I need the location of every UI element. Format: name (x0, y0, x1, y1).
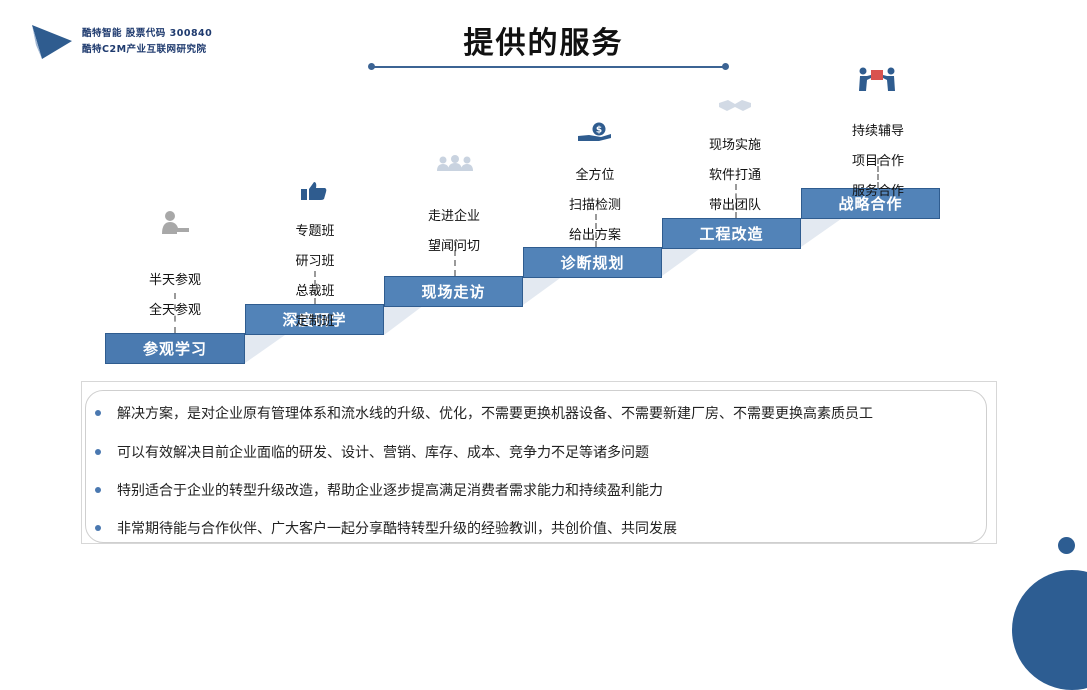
desc-line: 全方位 (575, 168, 615, 183)
connector-dash (174, 293, 176, 333)
staircase-shadow (245, 219, 841, 363)
connector-dash (314, 271, 316, 304)
step-strategic-cooperation: 战略合作 (801, 188, 940, 219)
bullet-text: 可以有效解决目前企业面临的研发、设计、营销、库存、成本、竞争力不足等诸多问题 (117, 445, 649, 461)
bullet-item: 特别适合于企业的转型升级改造，帮助企业逐步提高满足消费者需求能力和持续盈利能力 (86, 480, 663, 500)
bullet-dot (95, 487, 101, 493)
step-label: 战略合作 (838, 195, 903, 213)
step-visit-study: 参观学习 (105, 333, 245, 364)
company-logo-icon (32, 25, 72, 59)
bullet-text: 非常期待能与合作伙伴、广大客户一起分享酷特转型升级的经验教训，共创价值、共同发展 (117, 521, 677, 537)
step-site-visit: 现场走访 (384, 276, 523, 307)
money-hand-icon: $ (578, 122, 611, 141)
step-5-description: 现场实施 软件打通 带出团队 (685, 123, 785, 228)
desc-line: 服务合作 (851, 184, 904, 199)
connector-dash (454, 240, 456, 276)
org-info: 酷特智能 股票代码 300840 酷特C2M产业互联网研究院 (82, 26, 212, 58)
info-panel: 解决方案，是对企业原有管理体系和流水线的升级、优化，不需要更换机器设备、不需要新… (81, 381, 997, 544)
desc-line: 总裁班 (295, 284, 335, 299)
connector-dash (595, 214, 597, 247)
step-4-description: 全方位 扫描检测 给出方案 (545, 153, 645, 258)
decorative-dot (1058, 537, 1075, 554)
desc-line: 软件打通 (708, 168, 761, 183)
bullet-item: 非常期待能与合作伙伴、广大客户一起分享酷特转型升级的经验教训，共创价值、共同发展 (86, 518, 677, 538)
thumbs-up-icon (301, 182, 327, 200)
delivery-people-icon (859, 67, 895, 91)
step-label: 现场走访 (421, 283, 486, 301)
bullet-text: 解决方案，是对企业原有管理体系和流水线的升级、优化，不需要更换机器设备、不需要新… (117, 406, 873, 422)
desc-line: 现场实施 (708, 138, 761, 153)
step-1-description: 半天参观 全天参观 (125, 258, 225, 333)
desc-line: 专题班 (295, 224, 335, 239)
step-diagnosis-planning: 诊断规划 (523, 247, 662, 278)
desc-line: 给出方案 (568, 228, 621, 243)
bullet-dot (95, 449, 101, 455)
connector-dash (735, 184, 737, 218)
desc-line: 定制班 (295, 314, 335, 329)
desc-line: 持续辅导 (851, 124, 904, 139)
title-underline (371, 66, 727, 68)
desc-line: 项目合作 (851, 154, 904, 169)
step-engineering-transform: 工程改造 (662, 218, 801, 249)
bullet-text: 特别适合于企业的转型升级改造，帮助企业逐步提高满足消费者需求能力和持续盈利能力 (117, 483, 663, 499)
step-label: 工程改造 (699, 225, 764, 243)
desc-line: 带出团队 (708, 198, 761, 213)
title-underline-left-dot (368, 63, 375, 70)
desc-line: 望闻问切 (427, 239, 480, 254)
handshake-icon (719, 100, 751, 111)
org-line-1: 酷特智能 股票代码 300840 (82, 28, 213, 39)
desc-line: 半天参观 (148, 273, 201, 288)
step-deep-study: 深度研学 (245, 304, 384, 335)
desc-line: 研习班 (295, 254, 335, 269)
step-3-description: 走进企业 望闻问切 (404, 194, 504, 269)
info-panel-inner: 解决方案，是对企业原有管理体系和流水线的升级、优化，不需要更换机器设备、不需要新… (85, 390, 987, 543)
bullet-dot (95, 410, 101, 416)
org-line-2: 酷特C2M产业互联网研究院 (82, 44, 207, 55)
bullet-item: 解决方案，是对企业原有管理体系和流水线的升级、优化，不需要更换机器设备、不需要新… (86, 403, 873, 423)
connector-dash (877, 158, 879, 188)
bullet-item: 可以有效解决目前企业面临的研发、设计、营销、库存、成本、竞争力不足等诸多问题 (86, 442, 649, 462)
group-people-icon (437, 155, 473, 171)
step-6-description: 持续辅导 项目合作 服务合作 (828, 109, 928, 214)
page-title: 提供的服务 (463, 26, 624, 61)
svg-text:$: $ (596, 126, 602, 136)
title-underline-right-dot (722, 63, 729, 70)
step-label: 深度研学 (282, 311, 347, 329)
desc-line: 走进企业 (427, 209, 480, 224)
step-label: 诊断规划 (560, 254, 625, 272)
person-at-desk-icon (162, 211, 189, 234)
bullet-dot (95, 525, 101, 531)
desc-line: 全天参观 (148, 303, 201, 318)
step-2-description: 专题班 研习班 总裁班 定制班 (265, 209, 365, 344)
desc-line: 扫描检测 (568, 198, 621, 213)
step-label: 参观学习 (142, 340, 207, 358)
